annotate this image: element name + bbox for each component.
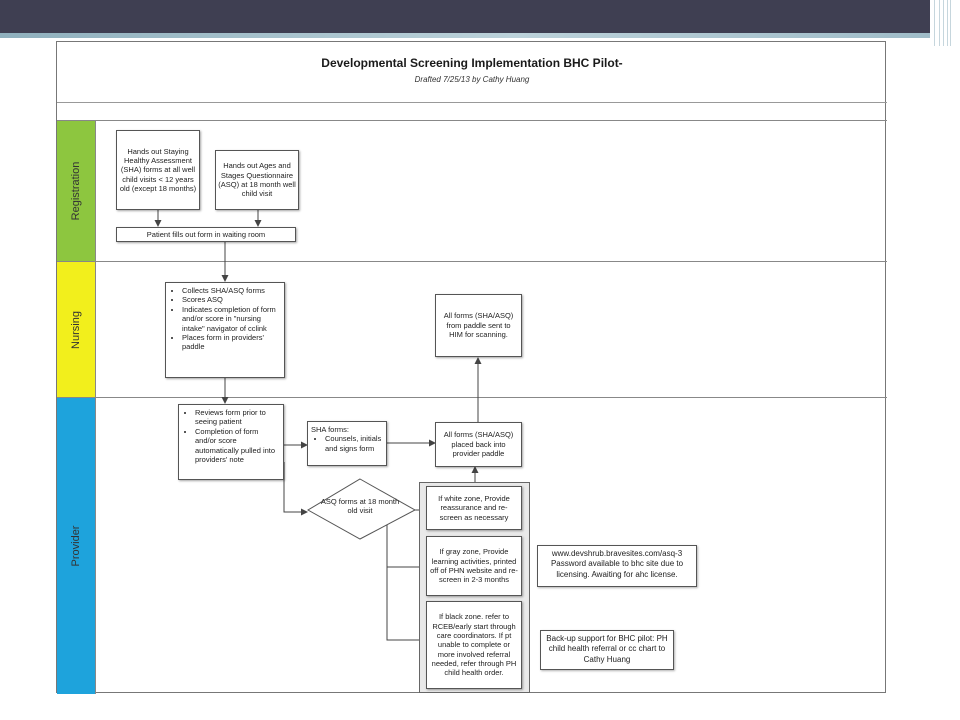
slide-corner-decoration xyxy=(930,0,960,60)
lane-registration: Registration xyxy=(57,120,887,261)
list-item: Completion of form and/or score automati… xyxy=(195,427,281,465)
backup-support-note: Back-up support for BHC pilot: PH child … xyxy=(540,630,674,670)
list-item: Counsels, initials and signs form xyxy=(325,434,383,453)
slide-accent-bar xyxy=(0,33,936,38)
nursing-tasks-box: Collects SHA/ASQ formsScores ASQIndicate… xyxy=(165,282,285,378)
review-form-box: Reviews form prior to seeing patientComp… xyxy=(178,404,284,480)
flowchart-subtitle: Drafted 7/25/13 by Cathy Huang xyxy=(414,75,530,84)
sha-handout-box: Hands out Staying Healthy Assessment (SH… xyxy=(116,130,200,210)
nursing-task-list: Collects SHA/ASQ formsScores ASQIndicate… xyxy=(168,286,282,352)
flowchart-title: Developmental Screening Implementation B… xyxy=(321,56,623,70)
lane-nursing: Nursing xyxy=(57,261,887,397)
asq-handout-box: Hands out Ages and Stages Questionnaire … xyxy=(215,150,299,210)
list-item: Reviews form prior to seeing patient xyxy=(195,408,281,427)
lane-label-registration: Registration xyxy=(57,121,96,261)
list-item: Scores ASQ xyxy=(182,295,282,304)
provider-paddle-box: All forms (SHA/ASQ) placed back into pro… xyxy=(435,422,522,467)
asq-decision-diamond xyxy=(306,478,417,540)
him-scanning-box: All forms (SHA/ASQ) from paddle sent to … xyxy=(435,294,522,357)
asq-decision-label: ASQ forms at 18 month old visit xyxy=(320,497,400,516)
flowchart: Developmental Screening Implementation B… xyxy=(56,41,887,694)
sha-forms-box: SHA forms: Counsels, initials and signs … xyxy=(307,421,387,466)
review-task-list: Reviews form prior to seeing patientComp… xyxy=(181,408,281,464)
asq-website-note: www.devshrub.bravesites.com/asq-3 Passwo… xyxy=(537,545,697,587)
flowchart-header: Developmental Screening Implementation B… xyxy=(57,42,887,103)
list-item: Places form in providers' paddle xyxy=(182,333,282,352)
slide-top-bar xyxy=(0,0,960,33)
lane-label-nursing: Nursing xyxy=(57,262,96,397)
gray-zone-box: If gray zone, Provide learning activitie… xyxy=(426,536,522,596)
sha-forms-title: SHA forms: xyxy=(311,425,349,434)
list-item: Collects SHA/ASQ forms xyxy=(182,286,282,295)
waiting-room-box: Patient fills out form in waiting room xyxy=(116,227,296,242)
lane-label-provider: Provider xyxy=(57,398,96,694)
sha-task-list: Counsels, initials and signs form xyxy=(311,434,383,453)
connector-lines xyxy=(154,210,482,644)
white-zone-box: If white zone, Provide reassurance and r… xyxy=(426,486,522,530)
lane-provider: Provider xyxy=(57,397,887,694)
black-zone-box: If black zone. refer to RCEB/early start… xyxy=(426,601,522,689)
list-item: Indicates completion of form and/or scor… xyxy=(182,305,282,333)
